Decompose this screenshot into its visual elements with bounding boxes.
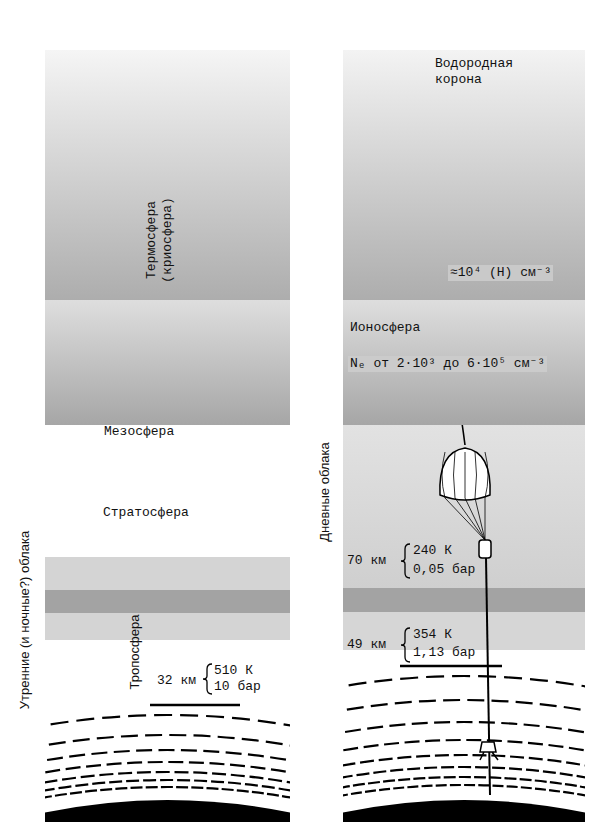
cloud-arc: [343, 740, 585, 754]
layer-name: Ионосфера: [350, 320, 420, 336]
level-value: 240 К: [413, 543, 452, 559]
level-value: 32 км: [157, 673, 196, 689]
level-value: 1,13 бар: [413, 645, 475, 661]
layer-band: Ионосфера Nₑ от 2·10³ до 6·10⁵ см⁻³: [343, 300, 585, 425]
cloud-arc: [45, 735, 290, 749]
planet-surface: [45, 800, 290, 822]
brace: [401, 628, 410, 662]
level-value: 0,05 бар: [413, 562, 475, 578]
layer-name: Термосфера (криосфера): [144, 180, 176, 300]
level-value: 70 км: [347, 553, 386, 569]
cloud-arc: [343, 777, 585, 791]
cloud-band: [343, 588, 585, 612]
brace: [203, 664, 212, 694]
region-label: Утренние (и ночные?) облака: [17, 531, 33, 709]
layer-value: ≈10⁴ (H) см⁻³: [448, 265, 553, 281]
cloud-arc: [45, 787, 290, 801]
parachute: [440, 448, 490, 500]
cloud-band: [45, 557, 290, 590]
planet-surface: [343, 800, 585, 822]
cloud-arc: [343, 785, 585, 799]
cloud-arc: [45, 762, 290, 776]
cloud-band: [45, 590, 290, 613]
layer-value: Nₑ от 2·10³ до 6·10⁵ см⁻³: [348, 356, 547, 372]
level-value: 354 К: [413, 627, 452, 643]
region-label: Дневные облака: [317, 442, 333, 542]
region-label: Тропосфера: [127, 615, 143, 690]
layer-band: Водородная корона ≈10⁴ (H) см⁻³: [343, 50, 585, 300]
level-value: Мезосфера: [104, 424, 174, 440]
level-line: [150, 704, 240, 707]
brace: [401, 544, 410, 578]
level-value: 49 км: [347, 637, 386, 653]
cloud-arc: [45, 715, 290, 729]
cloud-arc: [343, 767, 585, 781]
lander: [480, 742, 498, 760]
layer-band: [45, 300, 290, 425]
level-value: 510 К: [214, 663, 253, 679]
cloud-band: [45, 613, 290, 640]
cloud-arc: [343, 700, 585, 714]
layer-band: Термосфера (криосфера): [45, 50, 290, 300]
cloud-arc: [343, 722, 585, 736]
cloud-band: [343, 425, 585, 588]
level-value: Стратосфера: [103, 505, 189, 521]
cloud-arc: [343, 676, 585, 690]
level-line: [400, 665, 502, 668]
cloud-arc: [45, 750, 290, 764]
layer-name: Водородная корона: [435, 56, 555, 88]
level-value: 10 бар: [214, 679, 261, 695]
